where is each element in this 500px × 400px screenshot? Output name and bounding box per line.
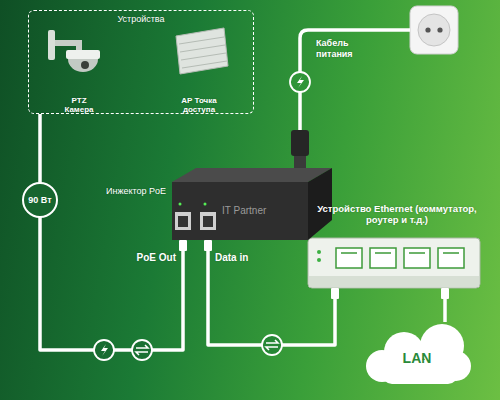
power-rating-badge: 90 Вт bbox=[22, 182, 58, 218]
port-label: Data in bbox=[215, 252, 265, 264]
switch-port bbox=[370, 248, 396, 268]
socket-plate bbox=[410, 6, 458, 54]
symbol-circle bbox=[132, 340, 152, 360]
port-socket bbox=[203, 216, 213, 227]
node-title: PTZ Камера bbox=[57, 96, 101, 114]
ap-panel bbox=[176, 28, 228, 74]
lightning-mark bbox=[101, 344, 108, 356]
ethernet-device: Устройство Ethernet (коммутатор, роутер … bbox=[305, 203, 489, 288]
ap-stripes bbox=[179, 37, 227, 68]
plug-tip bbox=[294, 156, 306, 168]
port-socket bbox=[178, 216, 188, 227]
switch-port bbox=[438, 248, 464, 268]
exchange-mark bbox=[136, 345, 148, 355]
ptz-camera-icon bbox=[48, 30, 100, 72]
power-plug bbox=[291, 130, 309, 168]
injector-port bbox=[175, 212, 191, 230]
node-title: LAN bbox=[403, 340, 432, 366]
camera-dome bbox=[68, 59, 98, 72]
symbol-circle bbox=[290, 72, 310, 92]
poe-injector: Инжектор PoE bbox=[172, 168, 332, 240]
camera-arm bbox=[55, 40, 82, 50]
camera-housing bbox=[66, 50, 100, 59]
lan-cloud: LAN bbox=[362, 322, 472, 384]
power-cable bbox=[300, 30, 410, 132]
camera-lens bbox=[81, 61, 89, 69]
power-symbol bbox=[290, 72, 310, 92]
symbol-circle bbox=[262, 335, 282, 355]
rj45-plug bbox=[331, 288, 339, 299]
rj45-plug bbox=[179, 240, 187, 251]
power-socket bbox=[410, 6, 458, 54]
rj45-plug bbox=[441, 288, 449, 299]
symbol-circle bbox=[94, 340, 114, 360]
rj45-plug bbox=[204, 240, 212, 251]
switch-port bbox=[336, 248, 362, 268]
injector-port bbox=[200, 212, 216, 230]
lightning-mark bbox=[297, 76, 304, 88]
plug-body bbox=[291, 130, 309, 156]
port-label: PoE Out bbox=[126, 252, 176, 264]
switch-led bbox=[317, 250, 321, 254]
watermark: IT Partner bbox=[222, 205, 266, 217]
power-symbol bbox=[94, 340, 114, 360]
switch-body bbox=[308, 238, 480, 288]
switch-strip bbox=[309, 276, 479, 287]
status-led bbox=[204, 203, 207, 206]
cable-connector bbox=[208, 240, 335, 345]
node-title: AP Точка доступа bbox=[166, 96, 232, 114]
status-led bbox=[179, 203, 182, 206]
access-point-icon bbox=[176, 28, 228, 74]
port-pins bbox=[341, 252, 459, 254]
switch-port bbox=[404, 248, 430, 268]
injector-top bbox=[172, 168, 332, 182]
switch-led bbox=[317, 258, 321, 262]
socket-face bbox=[418, 14, 450, 46]
camera-bracket bbox=[48, 30, 55, 60]
node-title: Инжектор PoE bbox=[106, 186, 166, 196]
node-title: Устройство Ethernet (коммутатор, роутер … bbox=[305, 203, 489, 226]
exchange-mark bbox=[266, 340, 278, 350]
socket-hole bbox=[425, 27, 430, 32]
data-symbol bbox=[132, 340, 152, 360]
cable-label: Кабель питания bbox=[316, 38, 368, 60]
access-point-node: AP Точка доступа bbox=[157, 27, 241, 114]
injector-shape bbox=[172, 168, 332, 240]
socket-hole bbox=[437, 27, 442, 32]
injector-front bbox=[172, 182, 308, 240]
camera-node: PTZ Камера bbox=[39, 27, 119, 114]
connector-group bbox=[40, 114, 445, 350]
node-title: Устройства bbox=[29, 11, 253, 24]
cable-connector bbox=[40, 114, 183, 350]
device-group-box: УстройстваPTZ Камера AP Точка доступа bbox=[28, 10, 254, 114]
network-switch-icon bbox=[308, 238, 480, 288]
data-symbol bbox=[262, 335, 282, 355]
